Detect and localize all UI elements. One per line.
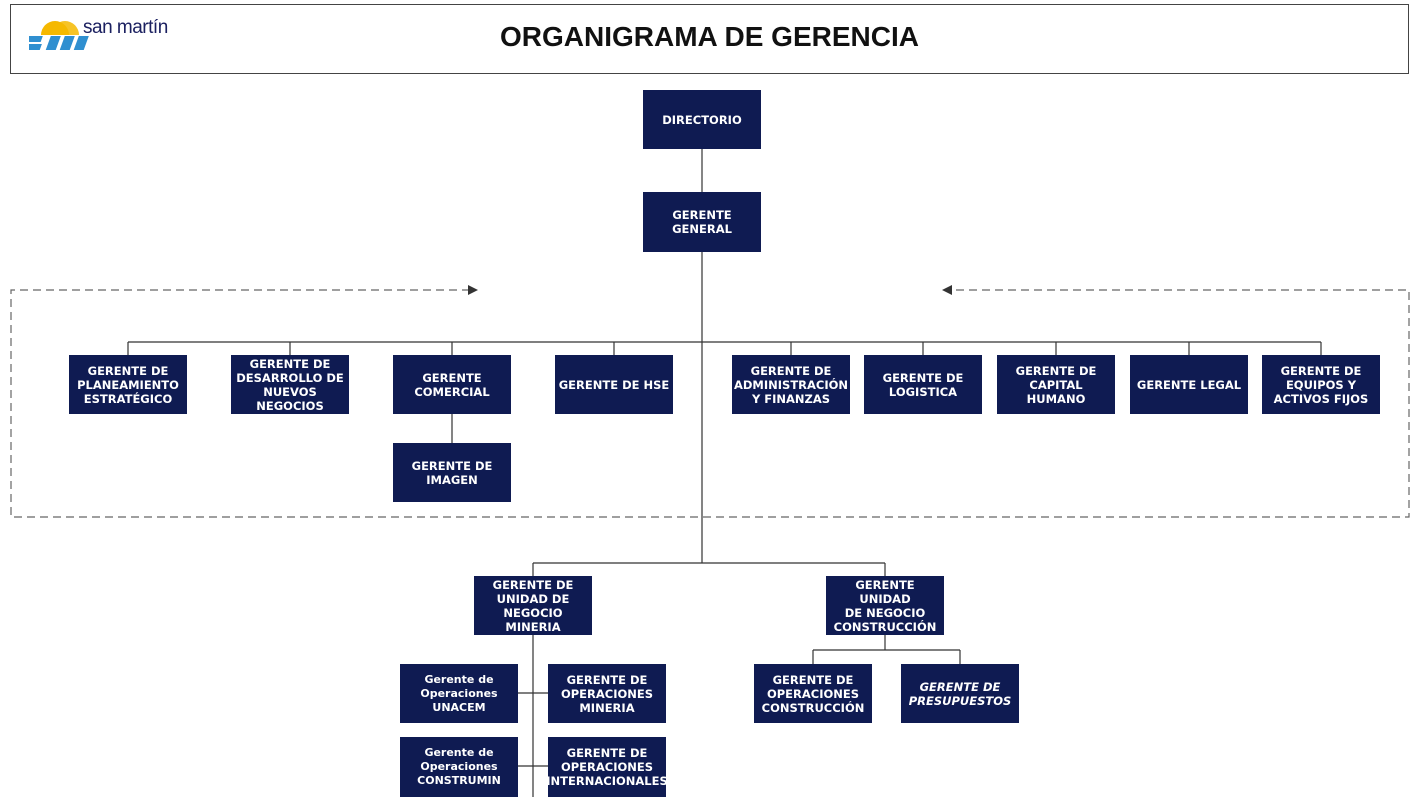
node-desarrollo: GERENTE DE DESARROLLO DE NUEVOS NEGOCIOS <box>231 355 349 414</box>
node-logistica: GERENTE DE LOGISTICA <box>864 355 982 414</box>
node-presupuestos: GERENTE DE PRESUPUESTOS <box>901 664 1019 723</box>
node-gerente-general: GERENTE GENERAL <box>643 192 761 252</box>
node-legal: GERENTE LEGAL <box>1130 355 1248 414</box>
node-un-construccion: GERENTE UNIDAD DE NEGOCIO CONSTRUCCIÓN <box>826 576 944 635</box>
page-title: ORGANIGRAMA DE GERENCIA <box>500 21 919 52</box>
node-un-mineria: GERENTE DE UNIDAD DE NEGOCIO MINERIA <box>474 576 592 635</box>
node-ops-mineria: GERENTE DE OPERACIONES MINERIA <box>548 664 666 723</box>
node-capital-humano: GERENTE DE CAPITAL HUMANO <box>997 355 1115 414</box>
node-ops-unacem: Gerente de Operaciones UNACEM <box>400 664 518 723</box>
node-planeamiento: GERENTE DE PLANEAMIENTO ESTRATÉGICO <box>69 355 187 414</box>
node-comercial: GERENTE COMERCIAL <box>393 355 511 414</box>
node-ops-construmin: Gerente de Operaciones CONSTRUMIN <box>400 737 518 797</box>
node-administracion: GERENTE DE ADMINISTRACIÓN Y FINANZAS <box>732 355 850 414</box>
node-ops-construccion: GERENTE DE OPERACIONES CONSTRUCCIÓN <box>754 664 872 723</box>
node-equipos: GERENTE DE EQUIPOS Y ACTIVOS FIJOS <box>1262 355 1380 414</box>
san-martin-logo <box>29 21 89 50</box>
node-hse: GERENTE DE HSE <box>555 355 673 414</box>
node-ops-internacionales: GERENTE DE OPERACIONES INTERNACIONALES <box>546 737 668 797</box>
header: san martín ORGANIGRAMA DE GERENCIA <box>10 4 1409 74</box>
node-imagen: GERENTE DE IMAGEN <box>393 443 511 502</box>
node-directorio: DIRECTORIO <box>643 90 761 149</box>
logo-text: san martín <box>83 17 168 38</box>
